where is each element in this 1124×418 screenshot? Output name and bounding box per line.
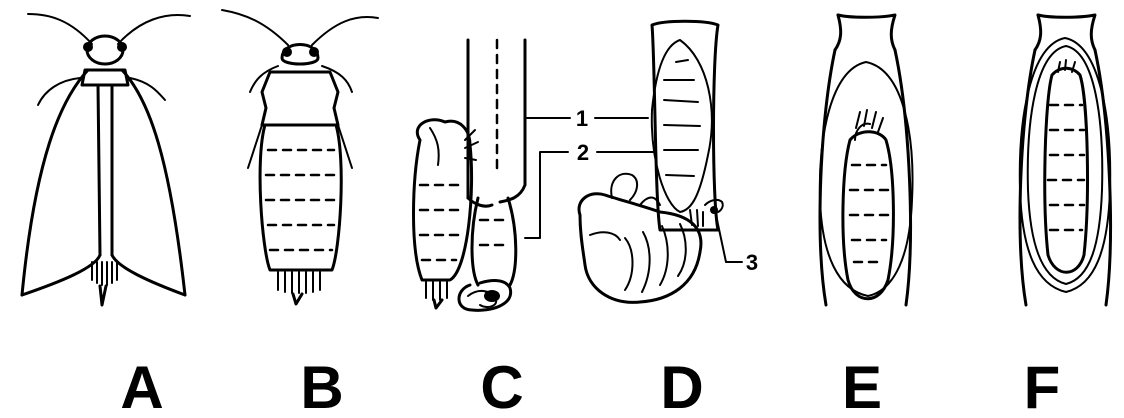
- panel-d-larva-and-cocoon: [579, 21, 723, 302]
- panel-label-e: E: [842, 354, 882, 418]
- panel-b-pupa: [222, 10, 378, 304]
- panel-label-f: F: [1024, 354, 1061, 418]
- panel-f-sealed-cocoon: [1020, 15, 1111, 305]
- panel-label-b: B: [300, 354, 343, 418]
- panel-label-a: A: [120, 354, 163, 418]
- callout-lines: [525, 118, 742, 262]
- panel-label-d: D: [660, 354, 703, 418]
- panel-c-larva-in-tube: [414, 40, 526, 310]
- callout-label-3: 3: [746, 250, 758, 275]
- callout-label-1: 1: [576, 106, 588, 131]
- panel-e-pupa-in-cocoon: [820, 15, 913, 305]
- panel-label-c: C: [480, 354, 523, 418]
- callout-label-2: 2: [577, 140, 589, 165]
- panel-a-adult-moth: [22, 14, 190, 305]
